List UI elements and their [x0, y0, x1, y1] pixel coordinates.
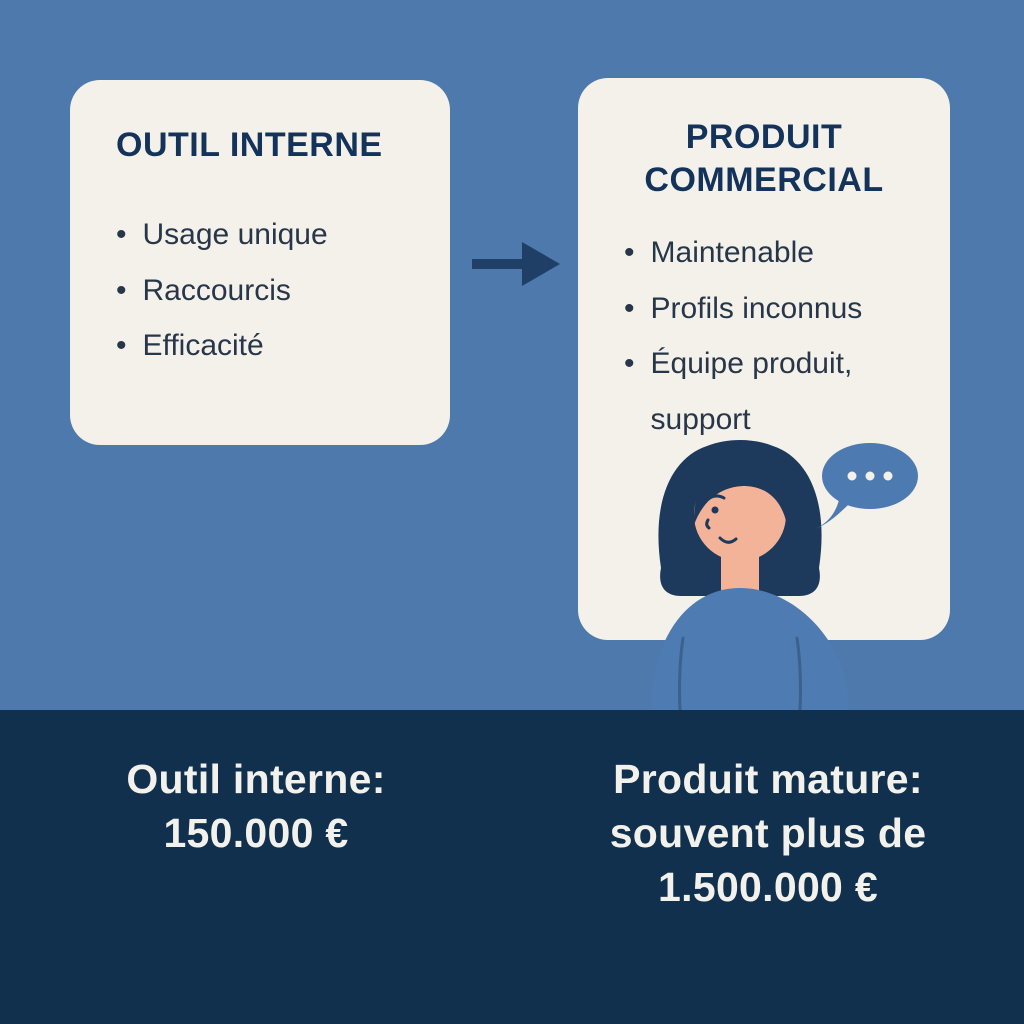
bullet-icon: • — [116, 273, 127, 307]
list-item-text: Efficacité — [142, 329, 264, 362]
footer-left-column: Outil interne: 150.000 € — [0, 710, 512, 1024]
list-item: • Équipe produit, support — [624, 336, 922, 447]
woman-illustration — [635, 430, 955, 712]
woman-arm-lines — [677, 636, 803, 712]
footer-right-line: 1.500.000 € — [658, 864, 878, 911]
list-item-text: Équipe produit, support — [650, 347, 853, 436]
woman-illustration-svg — [651, 440, 918, 712]
bullet-icon: • — [624, 236, 635, 269]
right-arrow-icon — [472, 242, 560, 286]
speech-bubble-icon — [815, 443, 918, 529]
right-card-title: PRODUIT COMMERCIAL — [578, 78, 950, 201]
footer-right-column: Produit mature: souvent plus de 1.500.00… — [512, 710, 1024, 1024]
footer-right-line: souvent plus de — [609, 810, 927, 857]
footer-left-line: 150.000 € — [163, 810, 349, 857]
list-item-text: Profils inconnus — [650, 291, 863, 325]
list-item: • Maintenable — [624, 225, 922, 281]
right-card-title-line: PRODUIT — [685, 118, 843, 156]
footer-band: Outil interne: 150.000 € Produit mature:… — [0, 710, 1024, 1024]
left-card-list: • Usage unique • Raccourcis • Efficacité — [70, 207, 450, 374]
list-item-text: Usage unique — [142, 218, 328, 251]
right-card-title-line: COMMERCIAL — [644, 160, 884, 199]
right-card-list: • Maintenable • Profils inconnus • Équip… — [578, 225, 950, 447]
list-item: • Efficacité — [116, 318, 422, 374]
footer-left-line: Outil interne: — [126, 756, 386, 802]
bullet-icon: • — [116, 329, 127, 362]
list-item: • Profils inconnus — [624, 281, 922, 337]
arrow-icon — [468, 232, 564, 296]
right-card: PRODUIT COMMERCIAL • Maintenable • Profi… — [578, 78, 950, 640]
bullet-icon: • — [116, 218, 127, 251]
woman-face-features — [705, 494, 738, 544]
list-item-text: Raccourcis — [142, 273, 291, 307]
left-card-title: OUTIL INTERNE — [116, 126, 383, 164]
woman-fringe — [693, 462, 788, 525]
list-item: • Raccourcis — [116, 263, 422, 319]
footer-right-line: Produit mature: — [613, 756, 923, 802]
bullet-icon: • — [624, 291, 635, 325]
bullet-icon: • — [624, 347, 635, 380]
left-card: OUTIL INTERNE • Usage unique • Raccourci… — [70, 80, 450, 445]
list-item: • Usage unique — [116, 207, 422, 263]
list-item-text: Maintenable — [650, 236, 814, 269]
